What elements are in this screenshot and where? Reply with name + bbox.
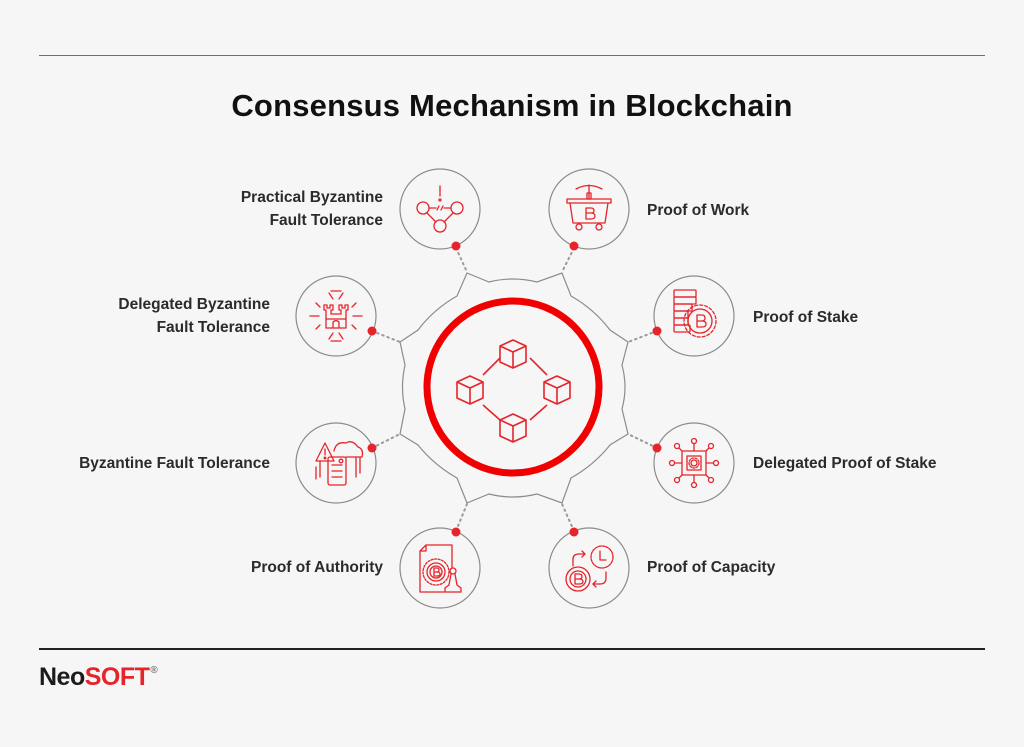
connector-dot-pow — [569, 241, 579, 251]
connector-dot-poa — [451, 527, 461, 537]
label-pbft-line1: Practical Byzantine — [240, 189, 383, 206]
connector-lines — [371, 247, 658, 532]
connector-dot-poc — [569, 527, 579, 537]
logo-registered-mark: ® — [150, 665, 158, 676]
castle-swords-icon — [309, 290, 363, 342]
connector-dot-pbft — [451, 241, 461, 251]
label-poc: Proof of Capacity — [647, 559, 776, 576]
bottom-divider — [39, 648, 985, 650]
connector-dot-bft — [367, 443, 377, 453]
bitcoin-clock-exchange-icon — [565, 545, 614, 592]
neosoft-logo: NeoSOFT® — [39, 663, 158, 692]
connector-dot-dbft — [367, 326, 377, 336]
circle-poc — [548, 527, 630, 609]
connector-dot-dpos — [652, 443, 662, 453]
label-dbft-line1: Delegated Byzantine — [118, 296, 270, 313]
server-cloud-warning-icon — [315, 441, 364, 486]
circle-bft — [295, 422, 377, 504]
label-pbft-line2: Fault Tolerance — [269, 212, 383, 229]
circle-pbft — [399, 168, 481, 250]
label-poa: Proof of Authority — [250, 559, 383, 576]
label-pbft: Practical Byzantine Fault Tolerance — [241, 186, 383, 232]
mining-cart-bitcoin-icon — [566, 184, 612, 231]
circle-dbft — [295, 275, 377, 357]
top-divider — [39, 55, 985, 56]
label-dbft-line2: Fault Tolerance — [156, 319, 270, 336]
document-stamp-bitcoin-icon — [419, 544, 462, 593]
label-bft: Byzantine Fault Tolerance — [79, 455, 270, 472]
circle-pow — [548, 168, 630, 250]
label-dbft: Delegated Byzantine Fault Tolerance — [118, 293, 270, 339]
logo-soft: SOFT — [84, 663, 150, 691]
label-pos: Proof of Stake — [753, 309, 859, 326]
connector-dot-pos — [652, 326, 662, 336]
chip-gear-icon — [668, 437, 720, 489]
page-title: Consensus Mechanism in Blockchain — [231, 88, 793, 123]
logo-neo: Neo — [39, 663, 85, 691]
center-ring — [423, 297, 603, 477]
label-dpos: Delegated Proof of Stake — [753, 455, 937, 472]
coin-stack-bitcoin-icon — [673, 289, 717, 338]
circle-pos — [653, 275, 735, 357]
network-alert-icon — [416, 185, 464, 233]
gear-outline — [399, 272, 629, 504]
blockchain-network-icon — [456, 339, 571, 443]
label-pow: Proof of Work — [647, 202, 750, 219]
circle-dpos — [653, 422, 735, 504]
